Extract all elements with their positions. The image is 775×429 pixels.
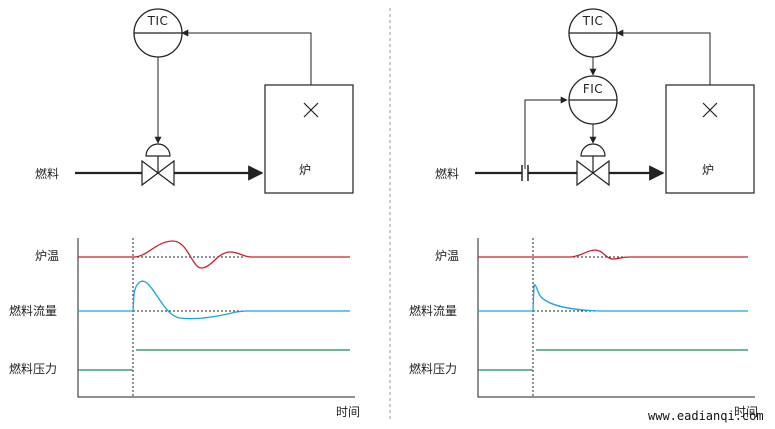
left-valve-actuator-icon <box>145 143 171 157</box>
right-orifice-plate-icon <box>521 165 529 181</box>
right-temp-label: 炉温 <box>435 249 459 263</box>
right-tic-label: TIC <box>582 14 604 28</box>
watermark: www.eadianqi.com <box>648 409 764 423</box>
left-furnace-box <box>264 84 354 194</box>
right-panel: TIC FIC 燃料 炉 <box>409 8 758 419</box>
left-temp-signal-line <box>181 29 312 103</box>
right-pressure-trend <box>478 349 748 371</box>
right-flow-trend <box>478 284 748 312</box>
right-trend-axes <box>477 238 755 398</box>
right-fic-label: FIC <box>583 82 603 96</box>
right-temp-trend <box>478 249 748 260</box>
left-fuel-label: 燃料 <box>35 166 59 181</box>
left-furnace-label: 炉 <box>299 163 311 177</box>
left-temp-sensor-icon <box>303 102 319 118</box>
left-tic-label: TIC <box>147 14 169 28</box>
left-trend-axes <box>77 238 355 398</box>
right-time-label: 时间 <box>734 405 758 419</box>
right-furnace-box <box>665 84 755 194</box>
left-pressure-trend <box>78 349 350 371</box>
right-flow-label: 燃料流量 <box>409 303 457 318</box>
left-temp-label: 炉温 <box>35 249 59 263</box>
right-furnace-label: 炉 <box>702 163 714 177</box>
left-pressure-label: 燃料压力 <box>9 361 57 376</box>
right-fuel-label: 燃料 <box>435 166 459 181</box>
right-tic-controller: TIC <box>568 8 618 58</box>
left-flow-trend <box>78 280 350 320</box>
left-time-label: 时间 <box>336 405 360 419</box>
right-temp-signal-line <box>616 29 711 103</box>
right-pressure-label: 燃料压力 <box>409 361 457 376</box>
right-temp-sensor-icon <box>702 102 718 118</box>
right-fic-controller: FIC <box>568 75 618 125</box>
right-valve-actuator-icon <box>580 143 606 157</box>
right-flow-signal-line <box>524 96 568 169</box>
left-panel: TIC 燃料 炉 炉温 燃料流量 燃料压力 时间 <box>9 8 360 419</box>
left-tic-controller: TIC <box>133 8 183 58</box>
left-flow-label: 燃料流量 <box>9 303 57 318</box>
left-temp-trend <box>78 240 350 269</box>
